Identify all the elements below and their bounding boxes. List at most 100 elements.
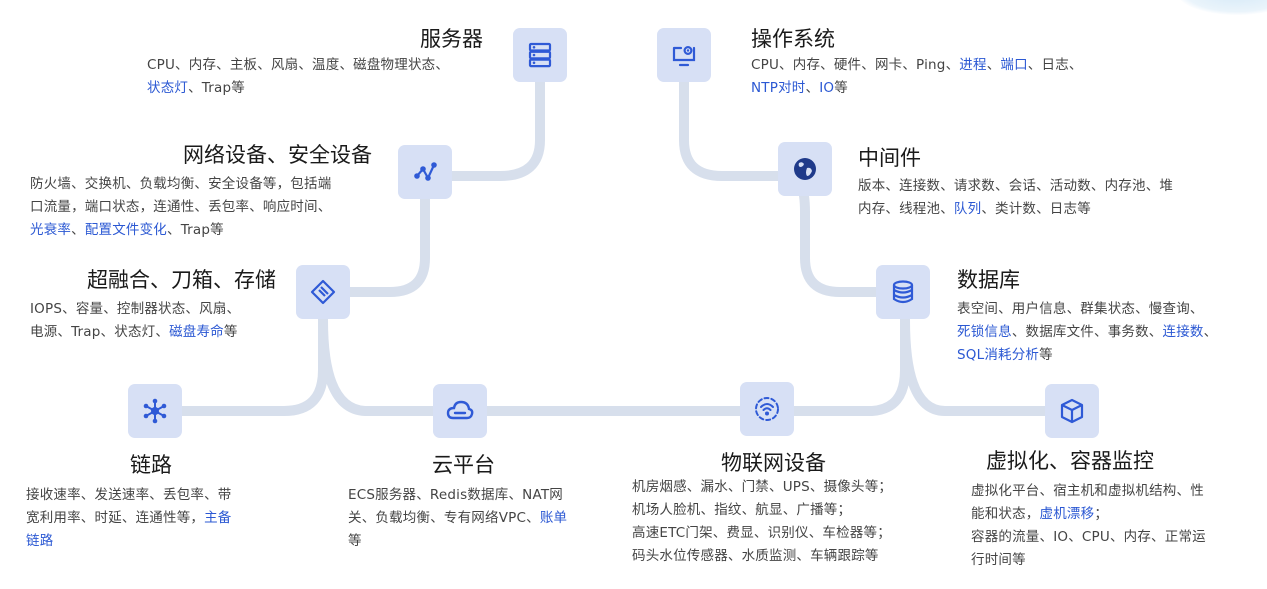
network-node-icon-box [398,145,452,199]
highlight-term: 磁盘寿命 [169,324,224,340]
middleware-title: 中间件 [858,146,921,170]
iot-description: 机房烟感、漏水、门禁、UPS、摄像头等； 机场人脸机、指纹、航显、广播等； 高速ET… [632,476,892,568]
description-text: 口流量，端口状态，连通性、丢包率、响应时间、 [30,199,332,215]
description-text: 、 [1203,324,1218,340]
description-text: 、Trap等 [167,222,224,238]
iot-node-icon-box [740,382,794,436]
description-line: 行时间等 [971,549,1206,572]
description-text: IOPS、容量、控制器状态、风扇、 [30,301,241,317]
network-nodes-icon [414,162,437,181]
highlight-term: 虚机漂移 [1039,506,1095,522]
description-line: 机房烟感、漏水、门禁、UPS、摄像头等； [632,476,892,499]
server-title: 服务器 [420,27,483,51]
description-text: 能和状态， [971,506,1040,522]
description-text: 表空间、用户信息、群集状态、慢查询、 [957,301,1204,317]
os-title: 操作系统 [751,27,835,51]
description-line: 等 [348,530,567,553]
iot-title: 物联网设备 [721,451,826,475]
highlight-term: 队列 [953,201,982,217]
description-line: CPU、内存、硬件、网卡、Ping、进程、端口、日志、 [751,54,1083,77]
storage-description: IOPS、容量、控制器状态、风扇、电源、Trap、状态灯、磁盘寿命等 [30,298,240,344]
description-text: 码头水位传感器、水质监测、车辆跟踪等 [632,548,879,564]
storage-title: 超融合、刀箱、存储 [87,268,276,292]
storage-node-icon-box [296,265,350,319]
database-icon [892,280,914,304]
description-line: 能和状态，虚机漂移； [971,503,1206,526]
virtual-description: 虚拟化平台、宿主机和虚拟机结构、性能和状态，虚机漂移；容器的流量、IO、CPU、… [971,480,1206,572]
description-text: 机场人脸机、指纹、航显、广播等； [632,502,852,518]
description-text: 高速ETC门架、费显、识别仪、车检器等； [632,525,891,541]
description-text: 、 [71,222,85,238]
description-line: 内存、线程池、队列、类计数、日志等 [858,198,1173,221]
highlight-term: 账单 [539,510,568,526]
highlight-term: 配置文件变化 [84,222,168,238]
description-line: NTP对时、IO等 [751,77,1083,100]
storage-card-icon [310,279,336,305]
cloud-description: ECS服务器、Redis数据库、NAT网关、负载均衡、专有网络VPC、账单等 [348,484,567,553]
cloud-icon [446,400,474,420]
link-title: 链路 [130,453,172,477]
server-description: CPU、内存、主板、风扇、温度、磁盘物理状态、状态灯、Trap等 [147,54,449,100]
description-text: CPU、内存、主板、风扇、温度、磁盘物理状态、 [147,57,450,73]
description-text: 、类计数、日志等 [981,201,1091,217]
highlight-term: 端口 [1000,57,1028,73]
middleware-node-icon-box [778,142,832,196]
description-line: 宽利用率、时延、连通性等，主备 [26,507,232,530]
server-node-icon-box [513,28,567,82]
description-text: 容器的流量、IO、CPU、内存、正常运 [971,529,1206,545]
database-title: 数据库 [957,268,1020,292]
description-line: 版本、连接数、请求数、会话、活动数、内存池、堆 [858,175,1173,198]
description-text: 接收速率、发送速率、丢包率、带 [26,487,232,503]
link-network-icon [143,398,167,424]
description-line: IOPS、容量、控制器状态、风扇、 [30,298,240,321]
network-title: 网络设备、安全设备 [183,143,372,167]
virtual-node-icon-box [1045,384,1099,438]
highlight-term: NTP对时 [751,80,806,96]
globe-icon [794,158,816,180]
description-text: 等 [834,80,848,96]
description-text: 等 [348,533,362,549]
link-description: 接收速率、发送速率、丢包率、带宽利用率、时延、连通性等，主备链路 [26,484,232,553]
description-line: 容器的流量、IO、CPU、内存、正常运 [971,526,1206,549]
highlight-term: 光衰率 [30,222,72,238]
description-text: 内存、线程池、 [858,201,954,217]
description-line: CPU、内存、主板、风扇、温度、磁盘物理状态、 [147,54,449,77]
highlight-term: IO [819,80,835,96]
description-line: 机场人脸机、指纹、航显、广播等； [632,499,892,522]
description-text: 宽利用率、时延、连通性等， [26,510,205,526]
description-text: 等 [1039,347,1053,363]
description-text: ； [1094,506,1109,522]
description-line: 关、负载均衡、专有网络VPC、账单 [348,507,567,530]
monitor-gear-icon [672,45,696,67]
virtual-title: 虚拟化、容器监控 [986,449,1154,473]
description-text: 行时间等 [971,552,1026,568]
description-text: 、日志、 [1027,57,1083,73]
description-text: ECS服务器、Redis数据库、NAT网 [348,487,563,503]
description-line: 码头水位传感器、水质监测、车辆跟踪等 [632,545,892,568]
connector-main-trunk [149,315,1077,416]
description-text: 、Trap等 [188,80,245,96]
highlight-term: 状态灯 [147,80,189,96]
description-text: 、 [986,57,1001,73]
database-description: 表空间、用户信息、群集状态、慢查询、死锁信息、数据库文件、事务数、连接数、SQL… [957,298,1217,367]
description-text: 电源、Trap、状态灯、 [30,324,170,340]
description-line: 链路 [26,530,232,553]
cloud-node-icon-box [433,384,487,438]
os-description: CPU、内存、硬件、网卡、Ping、进程、端口、日志、NTP对时、IO等 [751,54,1083,100]
description-text: CPU、内存、硬件、网卡、Ping、 [751,57,960,73]
highlight-term: 主备 [204,510,232,526]
highlight-term: 链路 [26,533,54,549]
description-line: 死锁信息、数据库文件、事务数、连接数、 [957,321,1217,344]
description-line: 光衰率、配置文件变化、Trap等 [30,219,331,242]
description-line: 防火墙、交换机、负载均衡、安全设备等，包括端 [30,173,331,196]
description-line: 虚拟化平台、宿主机和虚拟机结构、性 [971,480,1206,503]
network-description: 防火墙、交换机、负载均衡、安全设备等，包括端口流量，端口状态，连通性、丢包率、响… [30,173,331,242]
description-line: 高速ETC门架、费显、识别仪、车检器等； [632,522,892,545]
cube-icon [1060,398,1084,424]
description-text: 机房烟感、漏水、门禁、UPS、摄像头等； [632,479,893,495]
description-text: 、数据库文件、事务数、 [1011,324,1163,340]
os-node-icon-box [657,28,711,82]
highlight-term: 进程 [959,57,987,73]
iot-signal-icon [755,397,779,421]
description-line: ECS服务器、Redis数据库、NAT网 [348,484,567,507]
